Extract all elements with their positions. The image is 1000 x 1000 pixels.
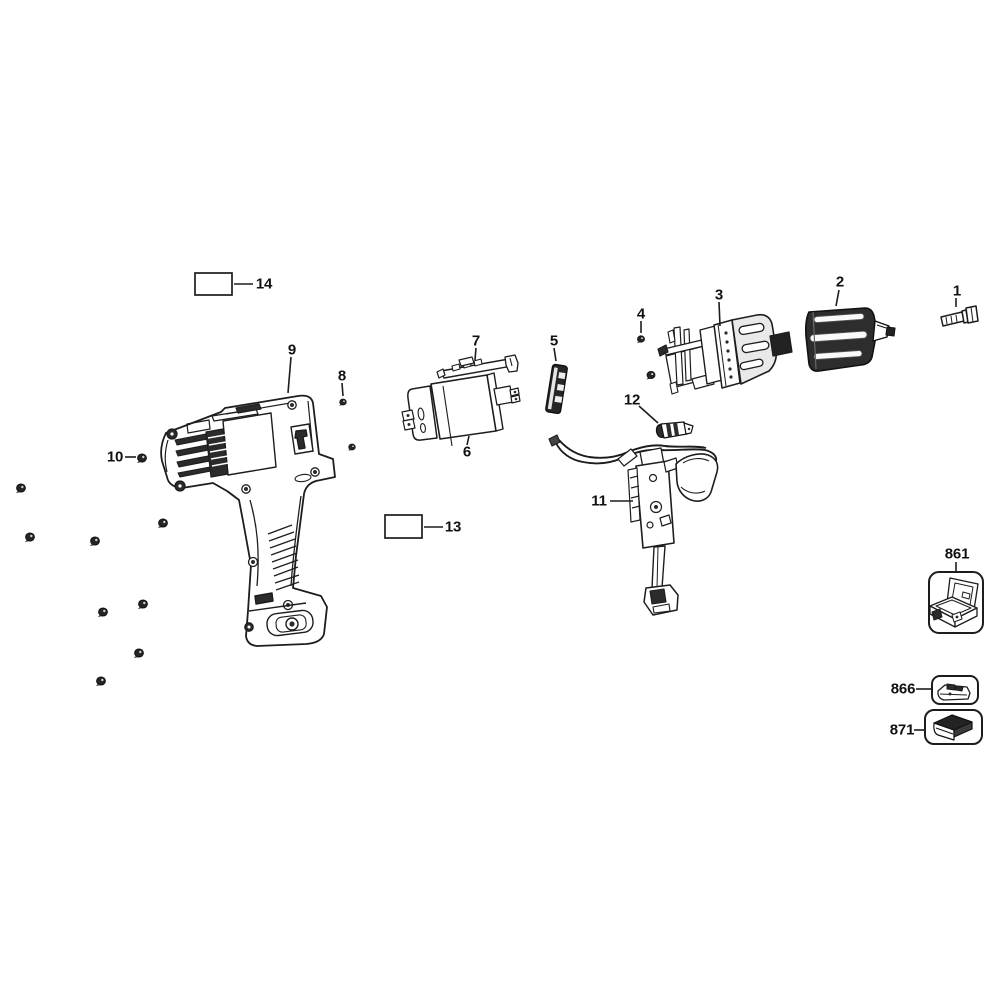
battery-871-drawing: [924, 709, 983, 745]
screw-drawing: [95, 676, 106, 687]
chuck-drawing: [805, 307, 896, 372]
callout-12: 12: [623, 391, 641, 409]
battery-866-drawing: [931, 675, 979, 705]
gearbox-drawing: [657, 313, 793, 395]
leader-line-5: [553, 347, 557, 362]
forward-reverse-button: [290, 423, 314, 455]
callout-871: 871: [889, 721, 915, 739]
housing-screw-bosses: [166, 400, 320, 632]
placeholder-box-14: [194, 272, 233, 296]
leader-line-9: [287, 356, 292, 394]
motor-body: [430, 374, 497, 440]
housing-comb-strip: [205, 428, 229, 478]
callout-6: 6: [462, 443, 472, 461]
callout-10: 10: [106, 448, 124, 466]
callout-3: 3: [714, 286, 724, 304]
screw-part-4: [636, 335, 645, 344]
gearbox-clutch-collar: [713, 319, 741, 389]
housing-base: [248, 592, 314, 637]
screw-drawing: [133, 648, 144, 659]
screw-drawing: [645, 370, 656, 380]
screw-drawing: [89, 536, 100, 547]
bit-strip-drawing: [545, 363, 568, 415]
callout-4: 4: [636, 305, 646, 323]
leader-line-12: [638, 405, 659, 424]
trigger-paddle: [675, 453, 719, 502]
callout-13: 13: [444, 518, 462, 536]
callout-5: 5: [549, 332, 559, 350]
chuck-tip: [885, 326, 896, 337]
callout-9: 9: [287, 341, 297, 359]
screw-drawing: [97, 607, 108, 618]
chuck-nose: [872, 320, 890, 342]
callout-11: 11: [591, 492, 607, 510]
motor-bracket-drawing: [436, 354, 519, 379]
callout-1: 1: [952, 282, 962, 300]
gearbox-mechanism: [657, 326, 715, 395]
leader-line-2: [835, 289, 840, 307]
switch-stem: [651, 545, 666, 589]
screw-part-8: [338, 398, 347, 407]
screw-drawing: [15, 483, 26, 494]
placeholder-box-13: [384, 514, 423, 539]
callout-2: 2: [835, 273, 845, 291]
motor-terminals: [401, 385, 521, 431]
callout-8: 8: [337, 367, 347, 385]
motor-drawing: [401, 372, 521, 447]
callout-861: 861: [944, 545, 970, 563]
handle-grip-ridges: [249, 495, 302, 591]
screw-drawing: [24, 532, 35, 543]
leader-line-7: [474, 347, 477, 361]
callout-7: 7: [471, 332, 481, 350]
switch-details: [627, 457, 679, 529]
drill-housing-drawing: [160, 394, 336, 647]
screw-drawing: [137, 599, 148, 610]
callout-866: 866: [890, 680, 916, 698]
trigger-switch-drawing: [548, 434, 719, 616]
screw-drawing: [347, 443, 356, 452]
bracket-details: [436, 354, 519, 379]
switch-foot: [643, 584, 679, 616]
gearbox-output-shaft: [769, 331, 793, 357]
kit-box-drawing: [928, 571, 984, 634]
bolt-drawing: [940, 305, 979, 327]
leader-lines: [125, 283, 957, 731]
connector-drawing: [655, 421, 694, 439]
chuck-grooves: [809, 313, 868, 360]
leader-line-3: [718, 301, 721, 327]
leader-line-6: [466, 435, 470, 446]
callout-14: 14: [255, 275, 273, 293]
leader-line-8: [341, 382, 344, 397]
screw-drawing: [157, 518, 168, 529]
screw-part-10: [136, 453, 147, 464]
